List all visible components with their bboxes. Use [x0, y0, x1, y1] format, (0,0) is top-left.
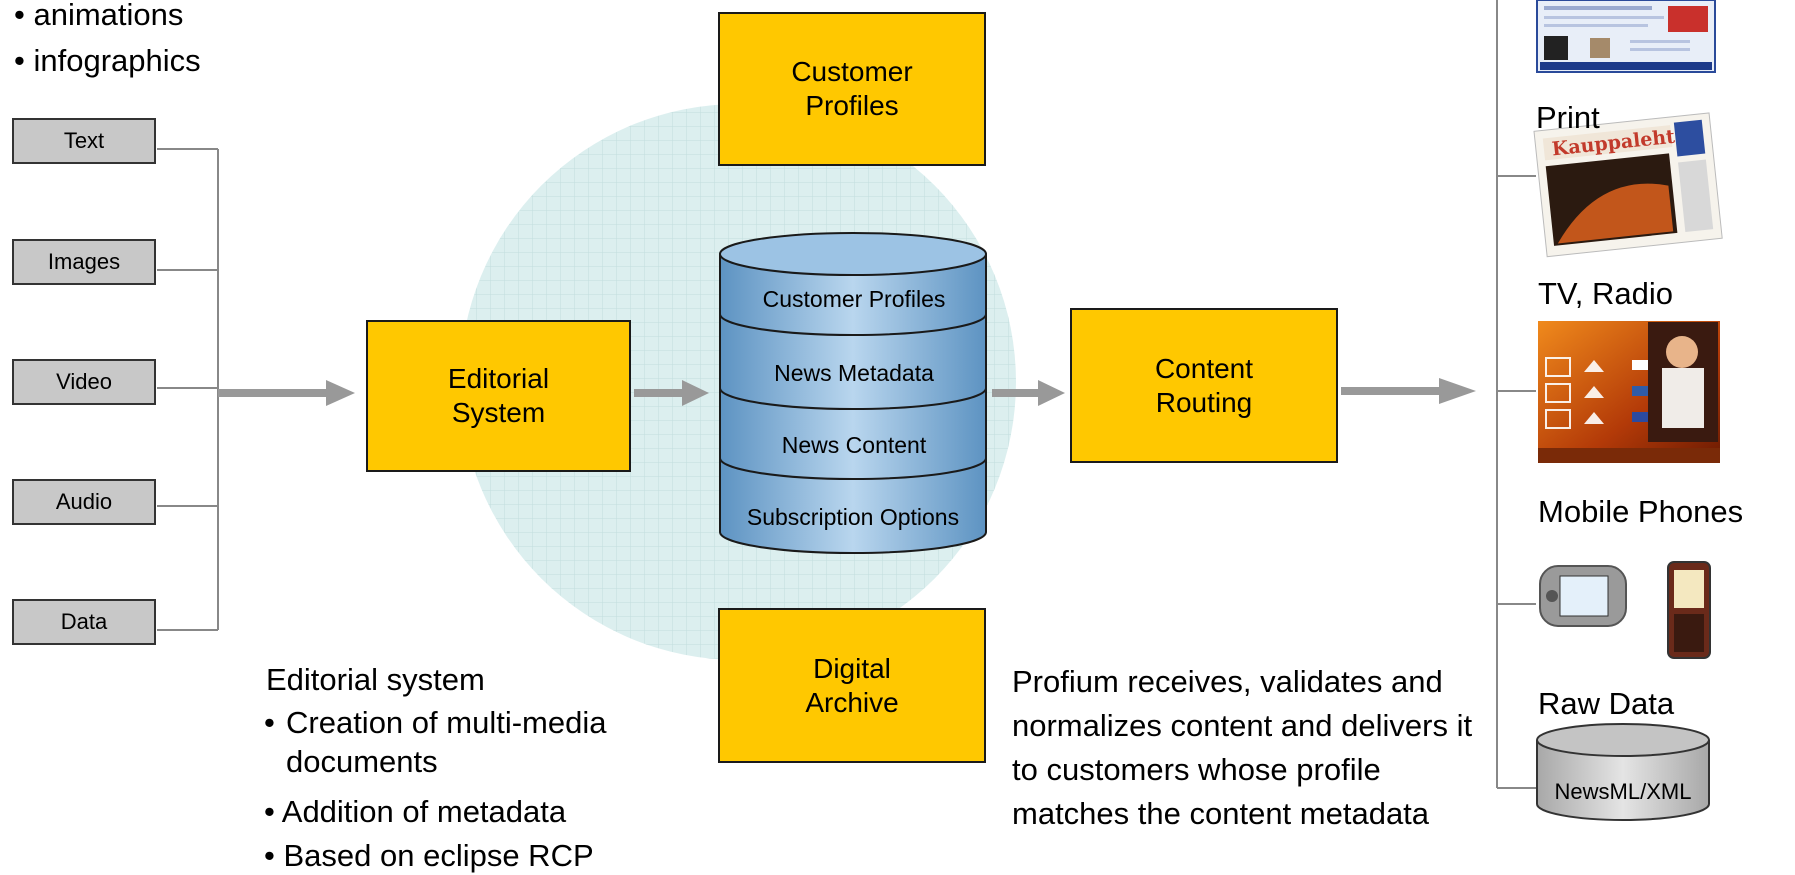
customer-profiles-box: Customer Profiles [718, 12, 986, 166]
source-images: Images [12, 239, 156, 285]
arrow-editorial-to-db [634, 380, 709, 406]
arrow-routing-to-outputs [1341, 378, 1476, 404]
source-text: Text [12, 118, 156, 164]
output-label-raw-data: Raw Data [1538, 686, 1675, 721]
arrow-db-to-routing [992, 380, 1065, 406]
mobile-phones-image [1539, 561, 1711, 659]
web-page-image [1536, 0, 1716, 73]
flow-arrows [218, 378, 1476, 406]
db-layer-customer-profiles: Customer Profiles [762, 286, 946, 312]
editorial-bullet-1: •Creation of multi-media documents [264, 705, 607, 779]
source-audio: Audio [12, 479, 156, 525]
source-data: Data [12, 599, 156, 645]
output-label-mobile-phones: Mobile Phones [1538, 494, 1744, 529]
newspaper-image: Kauppalehti [1533, 112, 1723, 258]
content-routing-box: Content Routing [1070, 308, 1338, 463]
top-bullet-infographics: • infographics [14, 43, 201, 78]
raw-data-cylinder [1536, 723, 1710, 821]
db-layer-news-metadata: News Metadata [774, 360, 934, 386]
editorial-bullet-2: • Addition of metadata [264, 794, 567, 829]
tv-screen-image [1538, 321, 1720, 463]
output-label-tv-radio: TV, Radio [1538, 276, 1673, 311]
news-database [719, 232, 987, 554]
editorial-bullet-3: • Based on eclipse RCP [264, 838, 594, 873]
editorial-system-box: Editorial System [366, 320, 631, 472]
digital-archive-box: Digital Archive [718, 608, 986, 763]
output-label-print: Print [1536, 100, 1600, 135]
db-layer-news-content: News Content [781, 432, 927, 458]
raw-data-format-label: NewsML/XML [1554, 779, 1692, 804]
routing-caption: Profium receives, validates and normaliz… [1012, 664, 1473, 831]
db-layer-subscription-options: Subscription Options [746, 504, 960, 530]
arrow-sources-to-editorial [218, 380, 355, 406]
source-video: Video [12, 359, 156, 405]
editorial-caption-title: Editorial system [266, 662, 485, 697]
output-bracket [1496, 0, 1536, 789]
source-bracket [157, 148, 219, 631]
top-bullet-animations: • animations [14, 0, 184, 32]
